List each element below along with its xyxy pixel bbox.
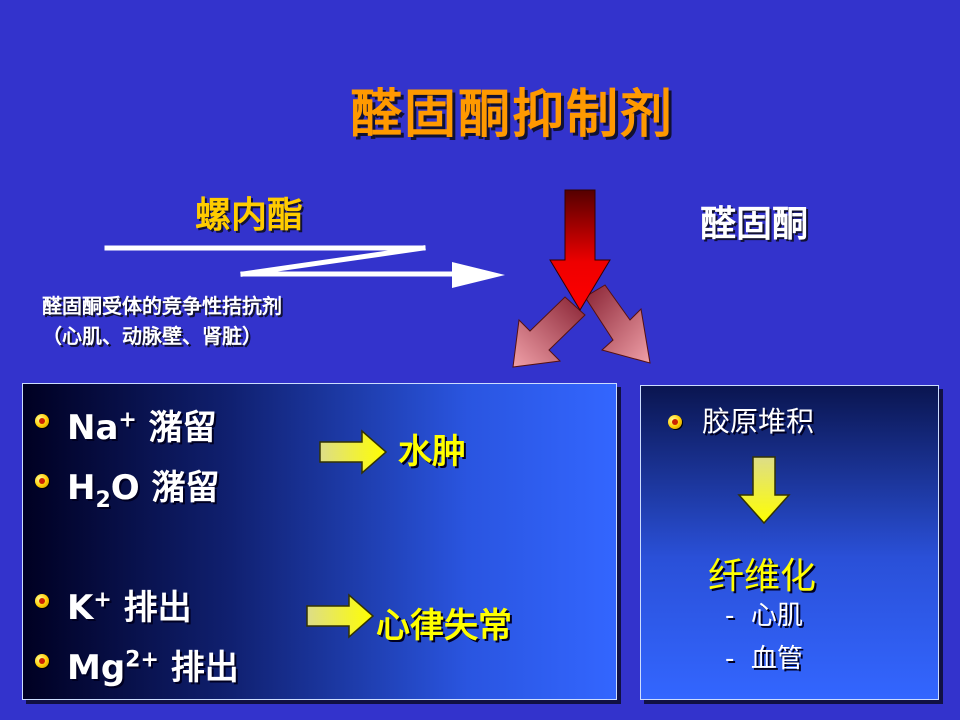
antagonist-note: 醛固酮受体的竞争性拮抗剂 [42, 294, 282, 318]
target-organs-note: （心肌、动脉壁、肾脏） [42, 324, 262, 348]
water-h: H [67, 468, 96, 508]
arrow-right-icon [319, 429, 388, 475]
potassium-symbol: K [67, 588, 94, 628]
sodium-symbol: Na [67, 408, 119, 448]
myocardium-item: - 心肌 [725, 601, 803, 631]
potassium-effect: 排出 [111, 588, 192, 628]
slide-title: 醛固酮抑制剂 [349, 85, 674, 145]
magnesium-effect: 排出 [158, 648, 239, 688]
electrolyte-panel [22, 383, 617, 700]
fibrosis-panel [640, 385, 939, 700]
sodium-effect: 潴留 [136, 408, 217, 448]
bullet-icon [668, 415, 682, 429]
potassium-excretion: K+ 排出 [67, 580, 192, 629]
sodium-retention: Na+ 潴留 [67, 400, 217, 449]
water-effect: O 潴留 [110, 468, 220, 508]
water-subscript: 2 [95, 487, 111, 513]
bullet-icon [35, 474, 49, 488]
magnesium-excretion: Mg2+ 排出 [67, 640, 239, 689]
edema-label: 水肿 [398, 432, 466, 472]
drug-label: 螺内酯 [195, 195, 304, 236]
sodium-charge: + [118, 407, 137, 433]
bullet-icon [35, 654, 49, 668]
bullet-icon [35, 414, 49, 428]
arrow-down-icon [737, 456, 791, 525]
fibrosis-label: 纤维化 [708, 556, 817, 597]
aldosterone-label: 醛固酮 [700, 204, 809, 245]
vessel-item: - 血管 [725, 644, 803, 674]
arrow-right-icon [306, 593, 375, 639]
water-retention: H2O 潴留 [67, 460, 220, 513]
split-arrow-icon [512, 189, 651, 368]
arrhythmia-label: 心律失常 [376, 606, 512, 646]
magnesium-charge: 2+ [125, 647, 159, 673]
magnesium-symbol: Mg [67, 648, 126, 688]
bullet-icon [35, 594, 49, 608]
z-arrow-icon [104, 245, 505, 288]
collagen-deposition: 胶原堆积 [702, 405, 815, 438]
potassium-charge: + [93, 587, 112, 613]
